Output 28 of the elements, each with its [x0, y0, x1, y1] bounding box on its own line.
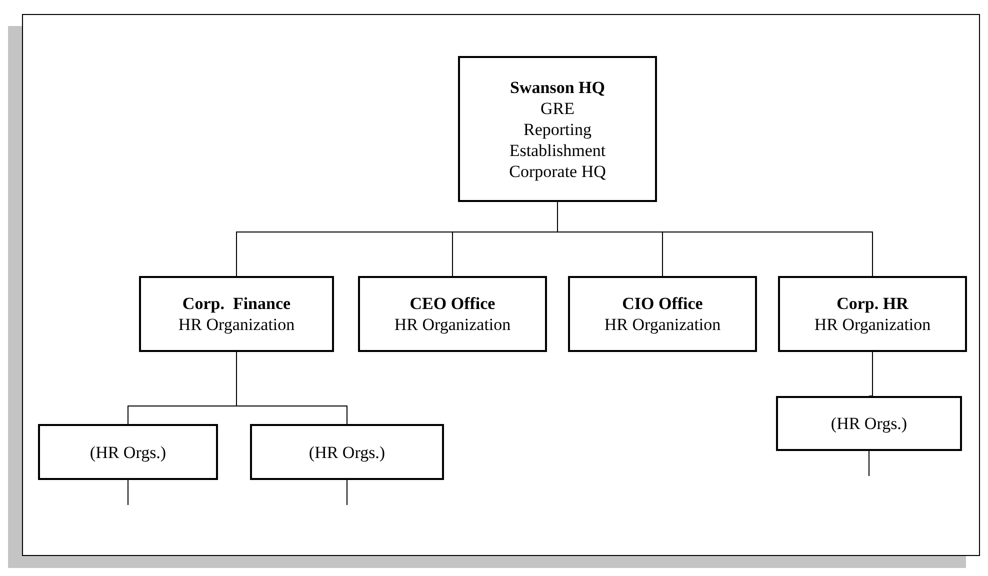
unit-role: Reporting	[524, 118, 592, 140]
unit-name: Swanson HQ	[510, 76, 605, 98]
org-unit-box	[778, 276, 967, 352]
org-unit-box	[458, 56, 657, 202]
connector-line	[868, 352, 873, 396]
org-unit-box	[776, 396, 962, 451]
unit-role: (HR Orgs.)	[308, 442, 386, 462]
org-unit-box	[358, 276, 547, 352]
org-unit-box	[139, 276, 334, 352]
unit-role: GRE	[540, 98, 574, 118]
unit-name: CIO Office	[622, 293, 703, 314]
unit-role: HR Organization	[814, 314, 931, 335]
org-unit-box	[38, 424, 218, 480]
unit-role: HR Organization	[604, 314, 721, 335]
unit-role: HR Organization	[394, 314, 511, 335]
unit-name: CEO Office	[410, 293, 496, 314]
org-unit-box	[250, 424, 444, 480]
org-unit-box	[568, 276, 757, 352]
connector-line	[236, 352, 348, 424]
unit-role: (HR Orgs.)	[830, 413, 908, 434]
unit-role: Corporate HQ	[509, 160, 606, 182]
connector-line	[868, 450, 870, 476]
unit-role: (HR Orgs.)	[90, 442, 166, 462]
unit-role: Establishment	[509, 140, 606, 160]
connector-line	[346, 480, 348, 506]
unit-name: Corp. Finance	[182, 293, 291, 314]
unit-role: HR Organization	[178, 314, 295, 335]
unit-name: Corp. HR	[836, 293, 908, 314]
